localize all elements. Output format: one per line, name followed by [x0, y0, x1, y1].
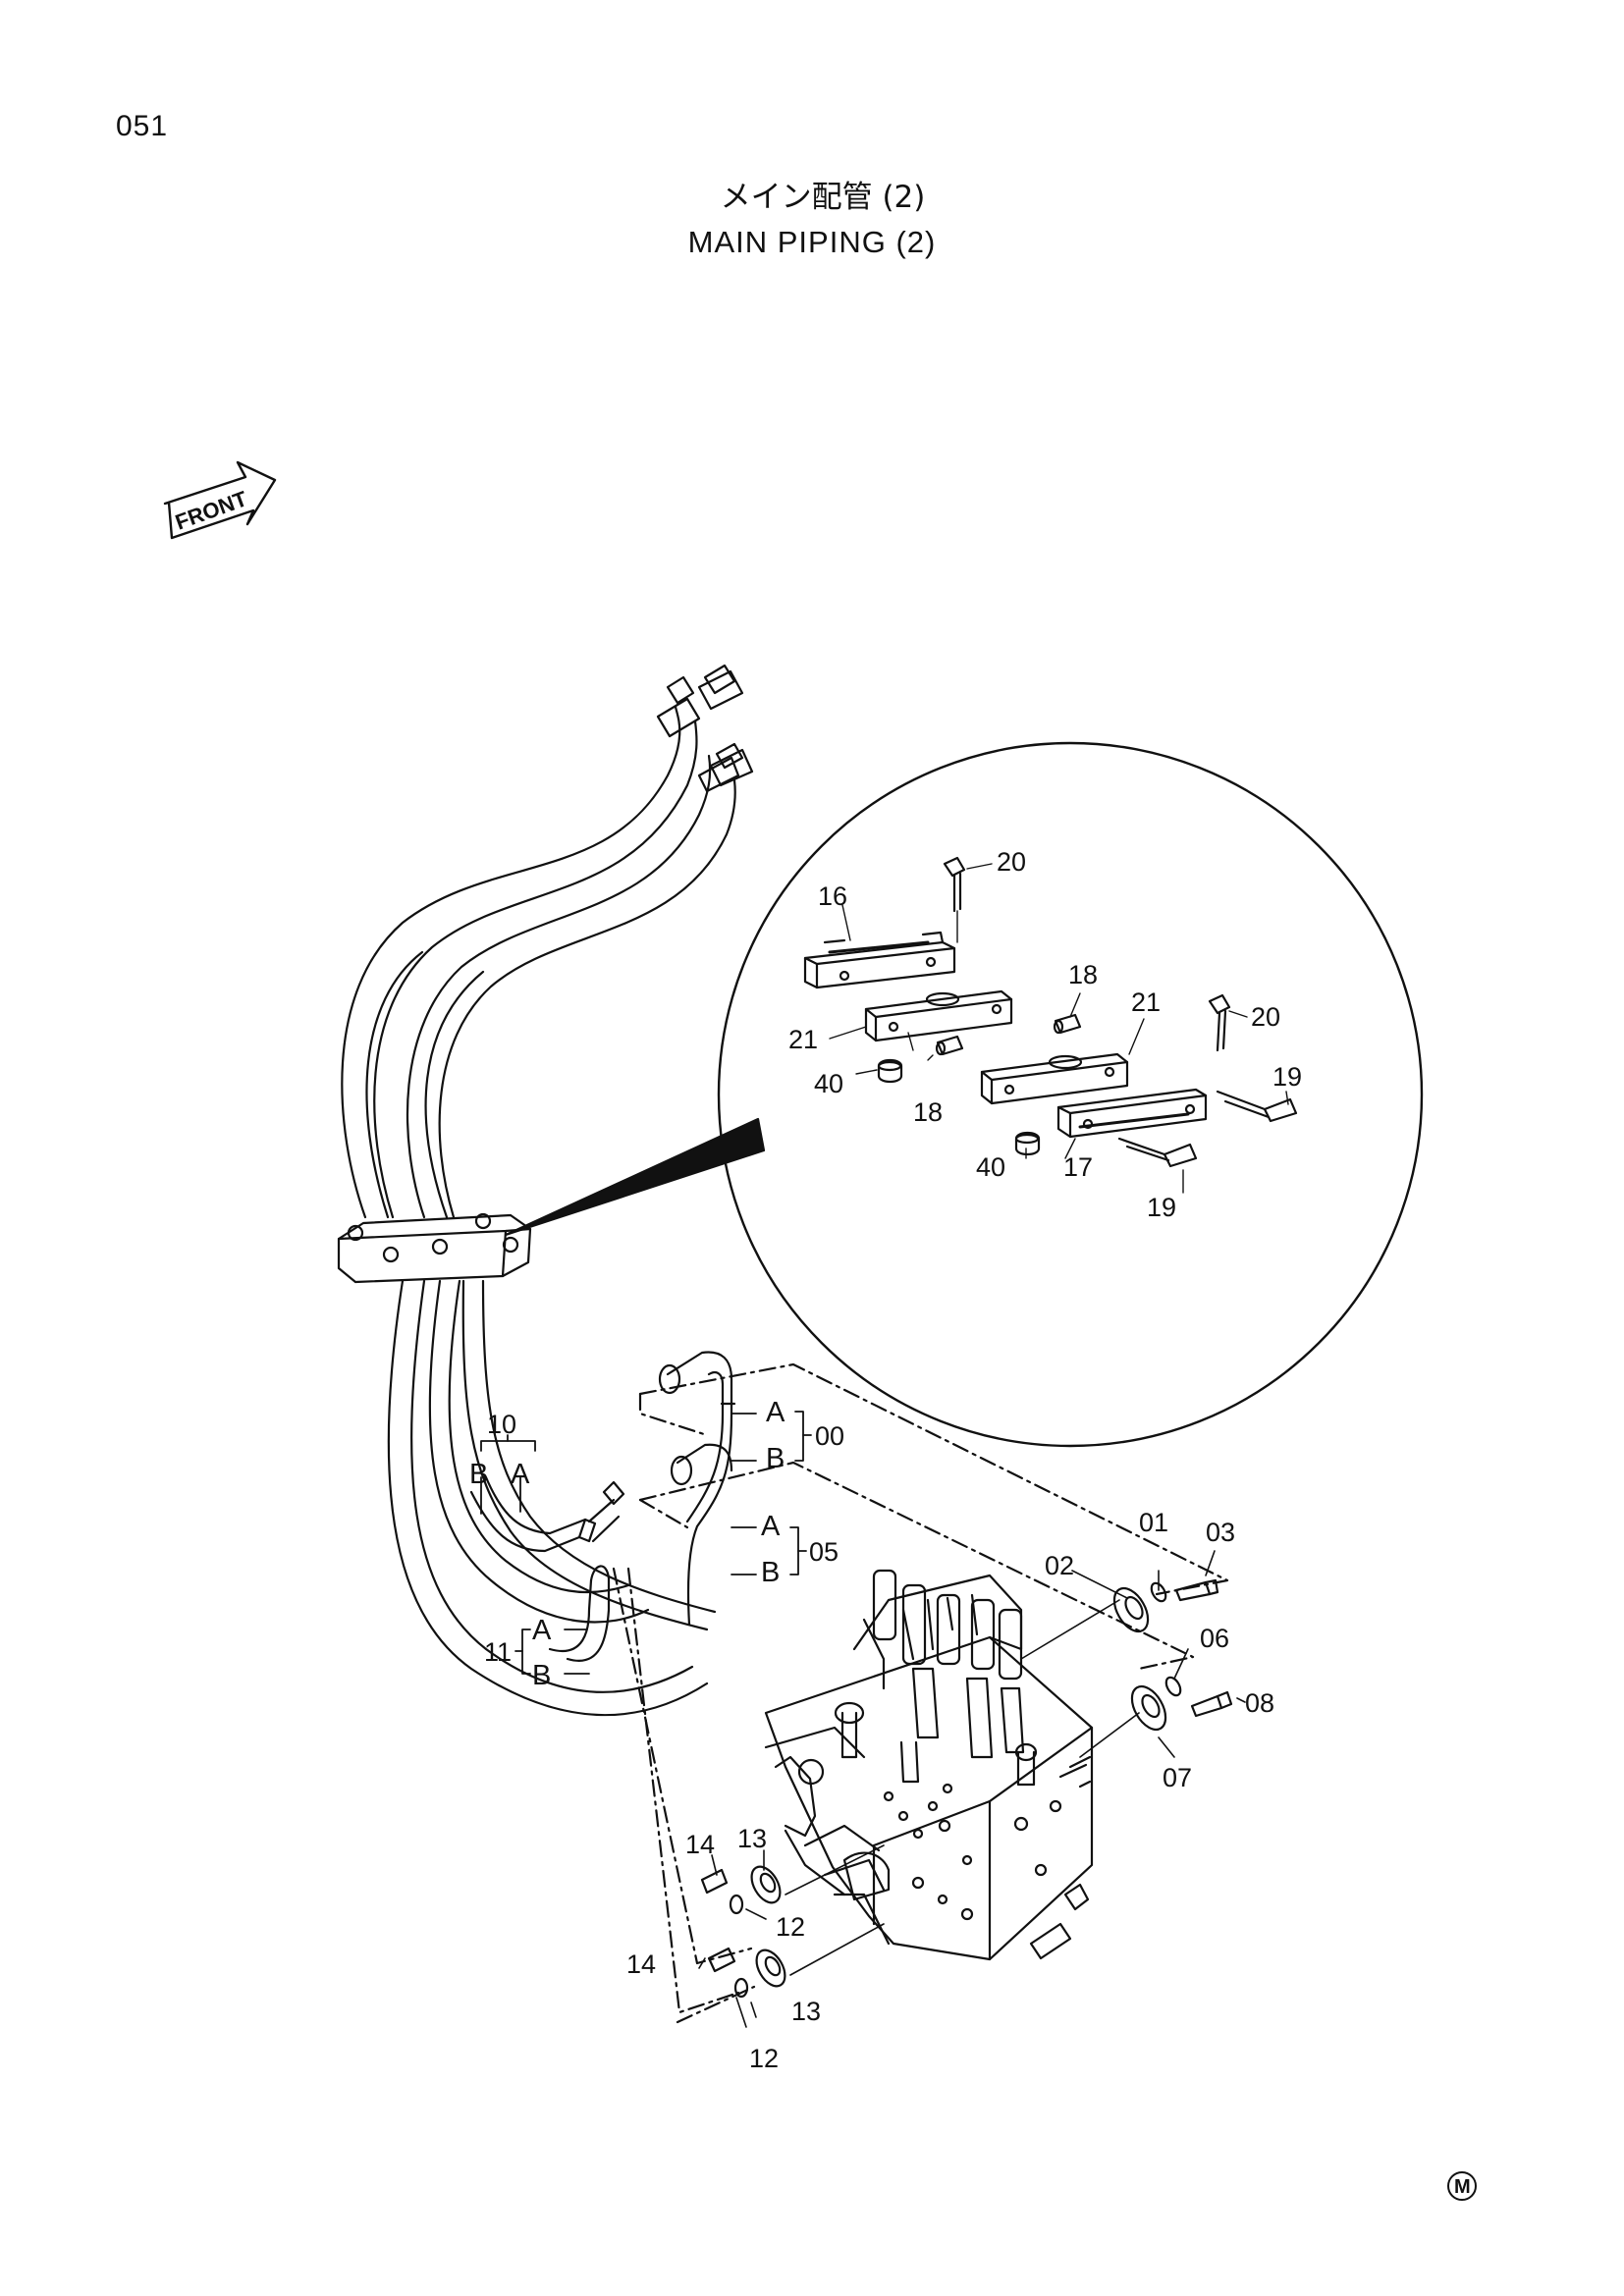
- callout-18-upper: 18: [1068, 960, 1098, 989]
- pipe-elbows: [658, 1351, 736, 1627]
- letter-a-10: A: [511, 1459, 530, 1490]
- corner-mark: M: [1454, 2176, 1471, 2198]
- letter-b-00: B: [766, 1443, 785, 1474]
- upper-hoses: [341, 664, 754, 1219]
- callout-13-lower: 13: [791, 1997, 821, 2026]
- detail-parts: [803, 856, 1298, 1194]
- callout-12-lower: 12: [749, 2044, 779, 2073]
- letter-a-00: A: [766, 1397, 785, 1428]
- corner-mark-circle: [1447, 2171, 1477, 2201]
- leader-lines: [612, 1362, 1229, 2024]
- callout-12-upper: 12: [776, 1912, 805, 1942]
- lower-hoses: [387, 1279, 717, 1717]
- callout-07: 07: [1163, 1763, 1192, 1792]
- hose-letters: A B A B B A A B: [469, 1397, 785, 1691]
- callout-numbers: 20 16 18 21 20 21 40 18 19 40 17 19 10 0…: [484, 847, 1302, 2073]
- callout-03: 03: [1206, 1518, 1235, 1547]
- hose-brackets: [480, 1411, 812, 1675]
- letter-a-05: A: [761, 1511, 781, 1542]
- letter-b-10: B: [469, 1459, 488, 1490]
- callout-11: 11: [484, 1637, 512, 1667]
- callout-17: 17: [1063, 1152, 1093, 1182]
- callout-00: 00: [815, 1421, 844, 1451]
- callout-19-right: 19: [1272, 1062, 1302, 1092]
- callout-18-lower: 18: [913, 1097, 943, 1127]
- callout-10: 10: [487, 1410, 516, 1439]
- letter-b-05: B: [761, 1557, 780, 1588]
- callout-21-left: 21: [788, 1025, 818, 1054]
- callout-01: 01: [1139, 1508, 1168, 1537]
- callout-40-bottom: 40: [976, 1152, 1005, 1182]
- callout-13-upper: 13: [737, 1824, 767, 1853]
- callout-06: 06: [1200, 1624, 1229, 1653]
- callout-05: 05: [809, 1537, 839, 1567]
- letter-a-11: A: [532, 1615, 552, 1646]
- callout-14-lower: 14: [626, 1949, 656, 1979]
- callout-leaders: [698, 1550, 1246, 2028]
- callout-19-bottom: 19: [1147, 1193, 1176, 1222]
- zoom-pointer: [504, 1117, 766, 1237]
- title-block: メイン配管 (2) MAIN PIPING (2): [0, 175, 1624, 265]
- title-english: MAIN PIPING (2): [687, 225, 937, 259]
- callout-40-left: 40: [814, 1069, 843, 1098]
- callout-16: 16: [818, 881, 847, 911]
- callout-14-upper: 14: [685, 1830, 715, 1859]
- flange-set-lower: [1130, 1676, 1233, 1732]
- callout-08: 08: [1245, 1688, 1274, 1718]
- letter-b-11: B: [532, 1660, 551, 1691]
- page-number: 051: [116, 110, 169, 142]
- control-valve: [764, 1569, 1094, 1961]
- detail-magnifier-circle: [717, 741, 1424, 1448]
- front-label: FRONT: [172, 486, 250, 535]
- hose-clamp: [337, 1212, 532, 1284]
- front-arrow-icon: [163, 460, 277, 540]
- callout-20-top: 20: [997, 847, 1026, 877]
- title-japanese: メイン配管 (2): [720, 180, 926, 215]
- callout-20-right: 20: [1251, 1002, 1280, 1032]
- flange-set-left-upper: [700, 1865, 782, 1915]
- callout-21-right: 21: [1131, 988, 1161, 1017]
- flange-set-left-lower: [707, 1947, 786, 1999]
- callout-02: 02: [1045, 1551, 1074, 1580]
- flange-set-upper: [1112, 1578, 1219, 1633]
